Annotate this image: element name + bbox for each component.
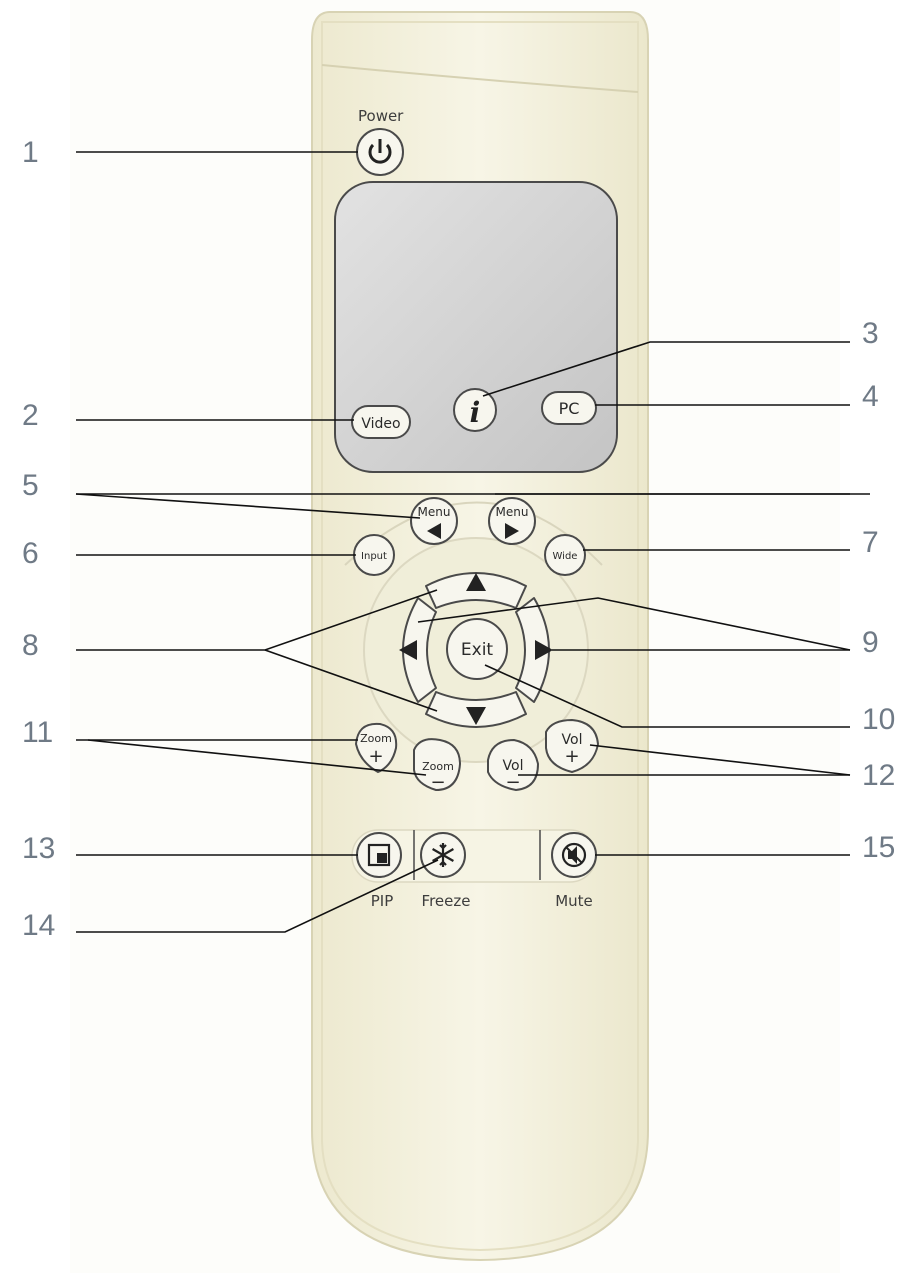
power-icon (368, 139, 392, 164)
vol-up-button[interactable]: Vol + (545, 718, 600, 774)
zoom-minus-sign: − (430, 772, 445, 793)
callout-1: 1 (22, 136, 39, 169)
leader-3 (482, 341, 850, 397)
callout-8: 8 (22, 629, 39, 662)
callout-9: 9 (862, 626, 879, 659)
triangle-down-icon (466, 707, 486, 725)
wide-label: Wide (553, 551, 578, 562)
callout-13: 13 (22, 832, 55, 865)
input-button[interactable]: Input (353, 534, 395, 576)
menu-left-button[interactable]: Menu (410, 497, 458, 545)
callout-3: 3 (862, 317, 879, 350)
leader-11b (87, 739, 427, 776)
snowflake-icon (432, 843, 454, 867)
triangle-right-icon (535, 640, 553, 660)
remote-inner-edge (320, 21, 640, 1252)
triangle-up-icon (466, 573, 486, 591)
video-label: Video (361, 416, 400, 432)
pip-button[interactable] (356, 832, 402, 878)
info-label: i (470, 396, 481, 429)
zoom-in-button[interactable]: Zoom + (354, 722, 398, 774)
exit-label: Exit (461, 640, 494, 660)
vol-down-label: Vol (503, 758, 524, 774)
mute-label: Mute (555, 892, 593, 910)
info-button[interactable]: i (453, 388, 497, 432)
pc-button[interactable]: PC (541, 391, 597, 425)
video-button[interactable]: Video (351, 405, 411, 439)
vol-minus-sign: − (505, 772, 520, 793)
pip-label: PIP (371, 892, 394, 910)
callout-15: 15 (862, 831, 895, 864)
callout-5: 5 (22, 469, 39, 502)
mute-icon (561, 842, 587, 868)
triangle-left-icon (399, 640, 417, 660)
zoom-out-button[interactable]: Zoom − (413, 738, 462, 793)
callout-14: 14 (22, 909, 55, 942)
pc-label: PC (559, 399, 580, 418)
callout-11: 11 (22, 716, 53, 749)
freeze-button[interactable] (420, 832, 466, 878)
zoom-plus-sign: + (368, 746, 383, 767)
left-button[interactable] (399, 597, 437, 703)
mute-button[interactable] (551, 832, 597, 878)
remote-top-seam (321, 64, 639, 93)
down-button[interactable] (425, 691, 527, 728)
callout-7: 7 (862, 526, 879, 559)
menu-right-button[interactable]: Menu (488, 497, 536, 545)
leader-lines (75, 151, 870, 933)
power-button[interactable] (356, 128, 404, 176)
leader-10 (484, 664, 850, 728)
callout-12: 12 (862, 759, 895, 792)
leader-14 (76, 859, 439, 933)
leader-5a (75, 493, 421, 519)
triangle-left-icon (427, 523, 441, 539)
zoom-in-label: Zoom (360, 732, 392, 745)
callout-numbers: 1 2 3 4 5 6 7 8 9 10 11 12 13 14 15 (22, 136, 895, 942)
callout-4: 4 (862, 380, 879, 413)
leader-9a (417, 597, 851, 651)
zoom-out-label: Zoom (422, 760, 454, 773)
exit-button[interactable]: Exit (446, 618, 508, 680)
pip-icon (367, 843, 391, 867)
up-button[interactable] (425, 572, 527, 609)
menu-right-label: Menu (496, 505, 529, 519)
freeze-label: Freeze (422, 892, 471, 910)
power-label: Power (358, 107, 404, 125)
vol-up-label: Vol (562, 732, 583, 748)
wide-button[interactable]: Wide (544, 534, 586, 576)
input-label: Input (361, 551, 387, 562)
right-button[interactable] (515, 597, 553, 703)
callout-6: 6 (22, 537, 39, 570)
leader-12a (589, 744, 851, 776)
callout-2: 2 (22, 399, 39, 432)
leader-8b (264, 649, 438, 712)
menu-left-label: Menu (418, 505, 451, 519)
triangle-right-icon (505, 523, 519, 539)
callout-10: 10 (862, 703, 895, 736)
vol-plus-sign: + (564, 746, 579, 767)
vol-down-button[interactable]: Vol − (487, 738, 540, 793)
